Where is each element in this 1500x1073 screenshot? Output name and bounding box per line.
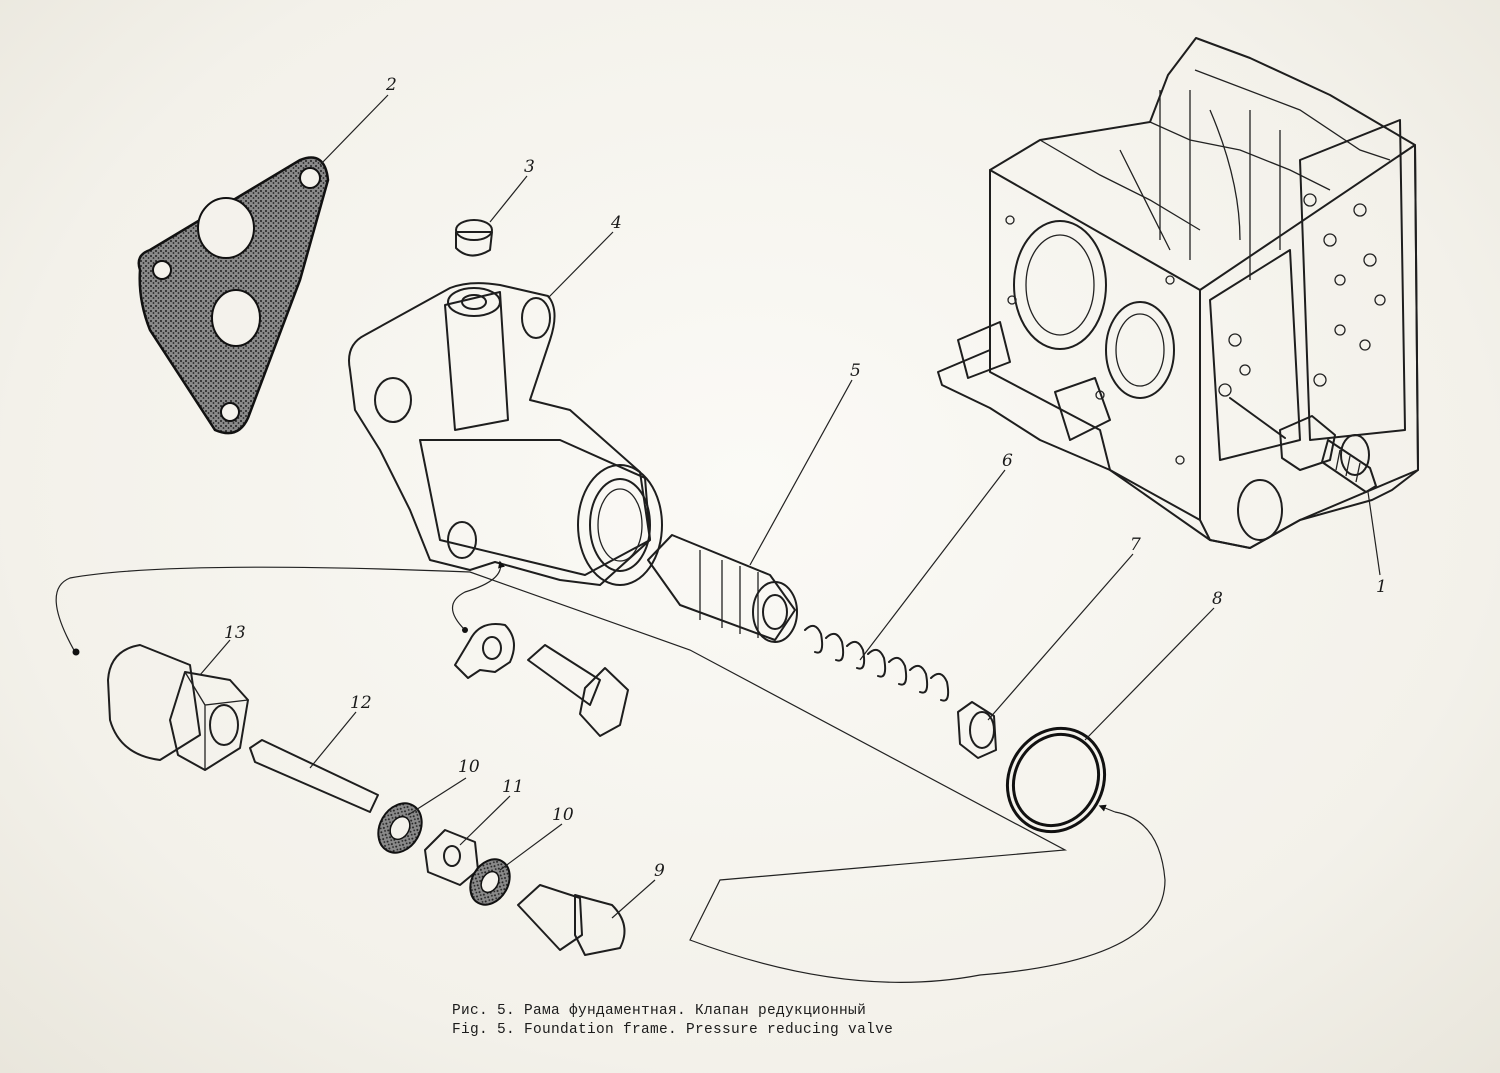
- assembly-path-dashed: [55, 566, 1166, 983]
- callout-5: 5: [850, 361, 861, 381]
- callout-12: 12: [350, 693, 372, 713]
- callout-13: 13: [224, 623, 246, 643]
- callout-7: 7: [1130, 535, 1141, 555]
- callout-10-upper: 10: [458, 757, 480, 777]
- assembly-path-washer: [451, 560, 506, 631]
- callout-6: 6: [1002, 451, 1013, 471]
- valve-part-7: [957, 701, 997, 759]
- callout-10-lower: 10: [552, 805, 574, 825]
- lock-nut-part-11: [424, 829, 479, 886]
- adjusting-body-part-13: [107, 644, 249, 771]
- sealing-ring-part-8: [1005, 726, 1107, 834]
- callout-4: 4: [610, 213, 622, 233]
- figure-caption: Рис. 5. Рама фундаментная. Клапан редукц…: [452, 1002, 893, 1040]
- plug-part-3: [455, 219, 493, 257]
- callout-8: 8: [1212, 589, 1223, 609]
- washer-part-10-a: [377, 802, 423, 854]
- callouts: 1 2 3 4 5 6 7 8 9 10 11 10 12 13: [224, 75, 1387, 881]
- gasket-part-2: [137, 156, 330, 435]
- callout-11: 11: [502, 777, 524, 797]
- valve-body-part-4: [348, 282, 663, 586]
- spring-part-6: [804, 624, 950, 702]
- leader-lines: [199, 94, 1381, 919]
- lock-washer: [454, 623, 515, 679]
- callout-1: 1: [1376, 577, 1387, 597]
- callout-9: 9: [654, 861, 665, 881]
- caption-english: Fig. 5. Foundation frame. Pressure reduc…: [452, 1022, 894, 1038]
- caption-russian: Рис. 5. Рама фундаментная. Клапан редукц…: [452, 1003, 867, 1019]
- bolt: [527, 644, 629, 737]
- callout-3: 3: [524, 157, 535, 177]
- washer-part-10-b: [469, 858, 511, 906]
- adjusting-screw-part-12: [249, 739, 379, 813]
- valve-sleeve-part-5: [647, 534, 798, 643]
- foundation-frame-part-1: [937, 37, 1419, 549]
- callout-2: 2: [385, 75, 397, 95]
- cap-nut-part-9: [517, 884, 626, 956]
